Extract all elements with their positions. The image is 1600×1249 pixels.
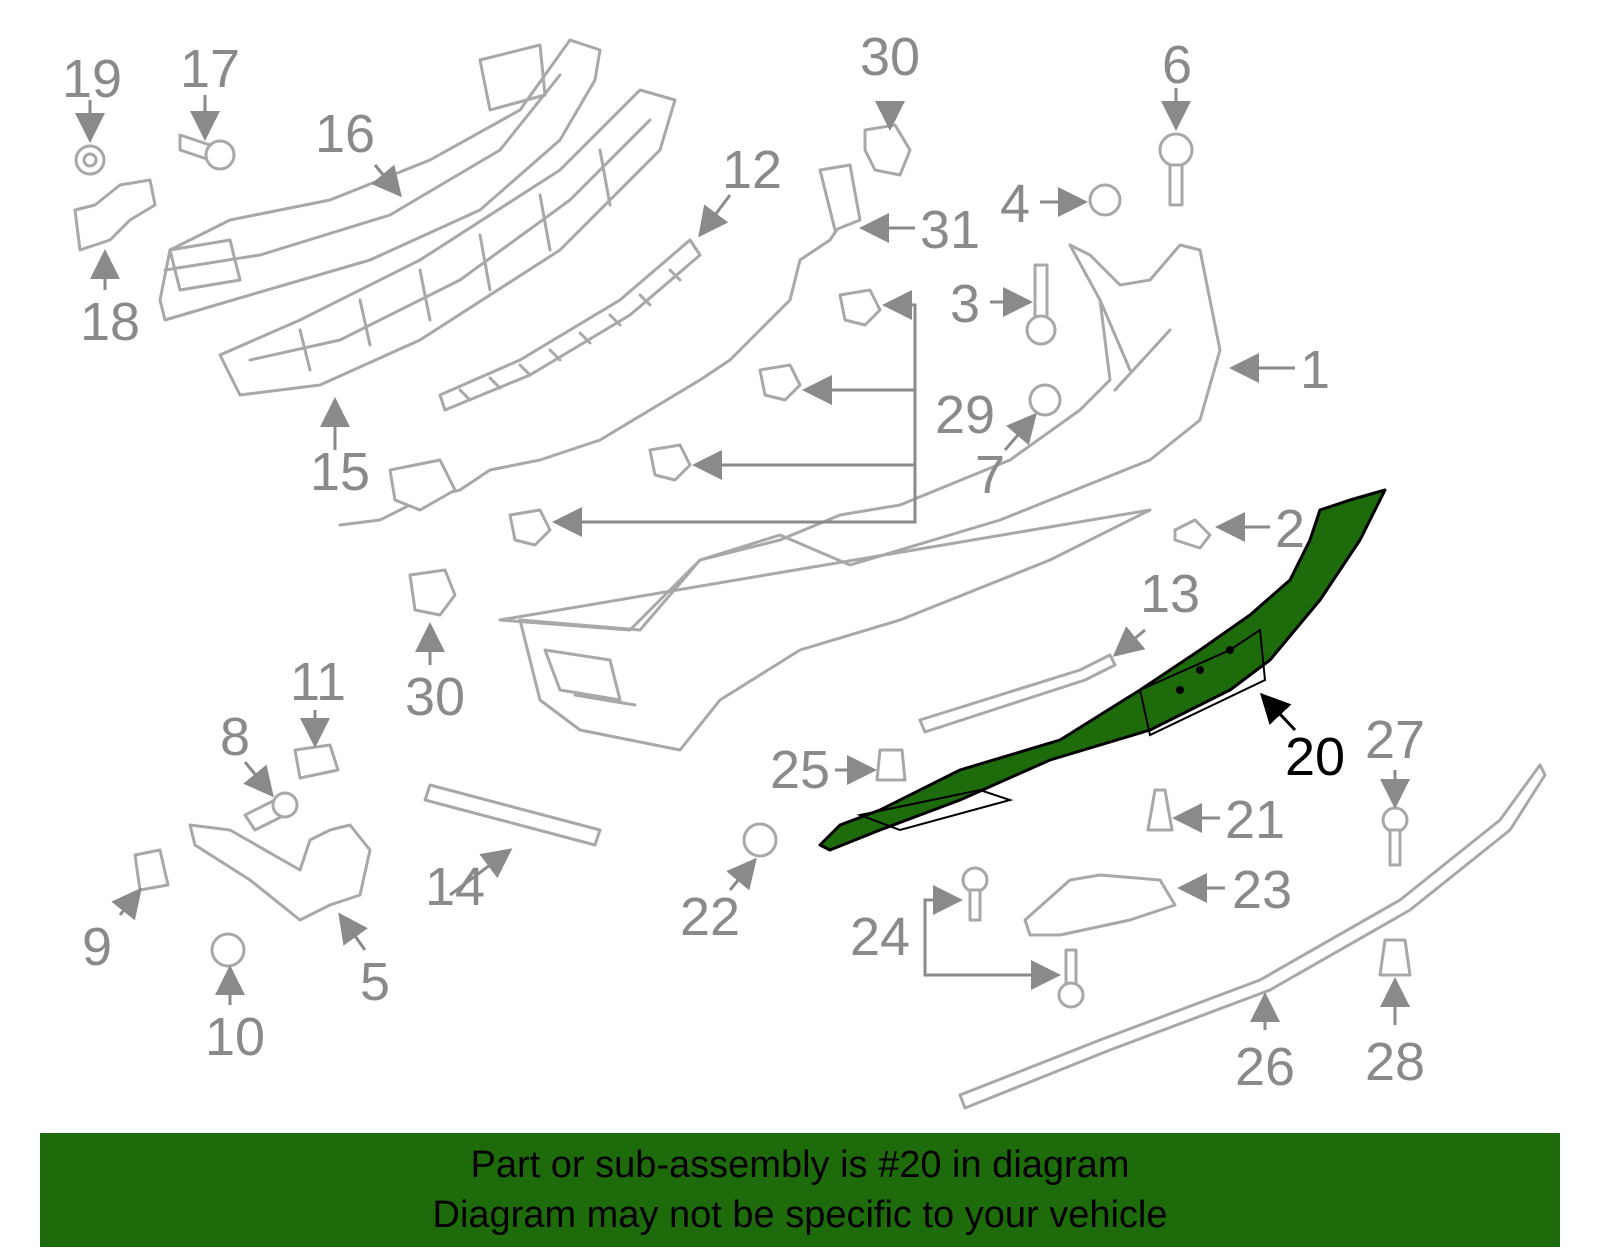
part-6-bolt xyxy=(1158,132,1194,207)
label-14: 14 xyxy=(425,857,485,917)
part-29-sensor-1 xyxy=(838,288,882,327)
label-2: 2 xyxy=(1275,499,1305,559)
part-14-reflector xyxy=(423,783,602,847)
label-5: 5 xyxy=(360,952,390,1012)
label-24: 24 xyxy=(850,907,910,967)
part-30-sensor-top xyxy=(863,123,912,177)
part-29-sensor-3 xyxy=(648,443,692,482)
part-28-clip xyxy=(1378,938,1412,977)
part-15-energy-absorber xyxy=(218,88,677,397)
label-1: 1 xyxy=(1300,340,1330,400)
label-19: 19 xyxy=(62,49,122,109)
label-31: 31 xyxy=(920,200,980,260)
part-30-sensor-bottom xyxy=(408,568,457,617)
label-13: 13 xyxy=(1140,564,1200,624)
part-9-clip xyxy=(133,848,170,892)
part-8-bolt xyxy=(243,791,299,832)
part-24-bolt-lower xyxy=(1057,948,1085,1009)
banner-line-2: Diagram may not be specific to your vehi… xyxy=(432,1194,1168,1236)
label-15: 15 xyxy=(310,442,370,502)
part-17-bolt xyxy=(178,133,236,171)
label-3: 3 xyxy=(950,274,980,334)
label-22: 22 xyxy=(680,887,740,947)
label-18: 18 xyxy=(80,292,140,352)
part-18-bracket xyxy=(73,178,157,252)
label-25: 25 xyxy=(770,740,830,800)
part-5-bracket xyxy=(188,823,372,922)
banner-line-1: Part or sub-assembly is #20 in diagram xyxy=(470,1144,1130,1186)
part-2-clip xyxy=(1173,518,1212,550)
part-10-grommet xyxy=(210,932,246,968)
part-26-molding xyxy=(958,763,1547,1110)
label-27: 27 xyxy=(1365,710,1425,770)
part-20-lower-valance xyxy=(818,488,1387,852)
label-9: 9 xyxy=(82,917,112,977)
parts-diagram: 19 17 16 18 12 15 30 31 29 30 6 4 3 1 7 … xyxy=(62,27,1547,1110)
leader-arrows xyxy=(75,88,1410,1030)
label-11: 11 xyxy=(290,652,346,712)
label-17: 17 xyxy=(180,39,240,99)
label-21: 21 xyxy=(1225,790,1285,850)
label-30-bottom: 30 xyxy=(405,667,465,727)
part-23-reflector xyxy=(1023,873,1177,937)
label-30-top: 30 xyxy=(860,27,920,87)
label-26: 26 xyxy=(1235,1037,1295,1097)
part-11-clip xyxy=(293,743,340,780)
part-19-nut xyxy=(74,144,106,176)
part-7-nut xyxy=(1028,383,1062,417)
part-24-bolt-upper xyxy=(961,866,989,922)
label-6: 6 xyxy=(1162,35,1192,95)
label-10: 10 xyxy=(205,1007,265,1067)
info-banner: Part or sub-assembly is #20 in diagram D… xyxy=(40,1133,1560,1247)
part-22-grommet xyxy=(742,822,778,858)
part-13-trim-strip xyxy=(918,653,1117,734)
label-12: 12 xyxy=(722,140,782,200)
part-29-sensor-2 xyxy=(758,363,802,402)
part-12-bracket-strip xyxy=(438,238,702,412)
label-20: 20 xyxy=(1285,727,1345,787)
part-21-push-pin xyxy=(1146,788,1174,832)
label-8: 8 xyxy=(220,707,250,767)
label-7: 7 xyxy=(975,445,1005,505)
part-29-sensor-4 xyxy=(508,508,552,547)
part-25-fastener xyxy=(875,748,907,782)
label-4: 4 xyxy=(1000,174,1030,234)
label-28: 28 xyxy=(1365,1032,1425,1092)
part-27-screw xyxy=(1381,806,1409,867)
label-16: 16 xyxy=(315,104,375,164)
part-3-stud xyxy=(1025,263,1057,346)
part-4-nut xyxy=(1088,183,1122,217)
part-1-bumper-cover xyxy=(498,243,1222,752)
label-29: 29 xyxy=(935,385,995,445)
part-labels: 19 17 16 18 12 15 30 31 29 30 6 4 3 1 7 … xyxy=(62,27,1425,1097)
label-23: 23 xyxy=(1232,860,1292,920)
